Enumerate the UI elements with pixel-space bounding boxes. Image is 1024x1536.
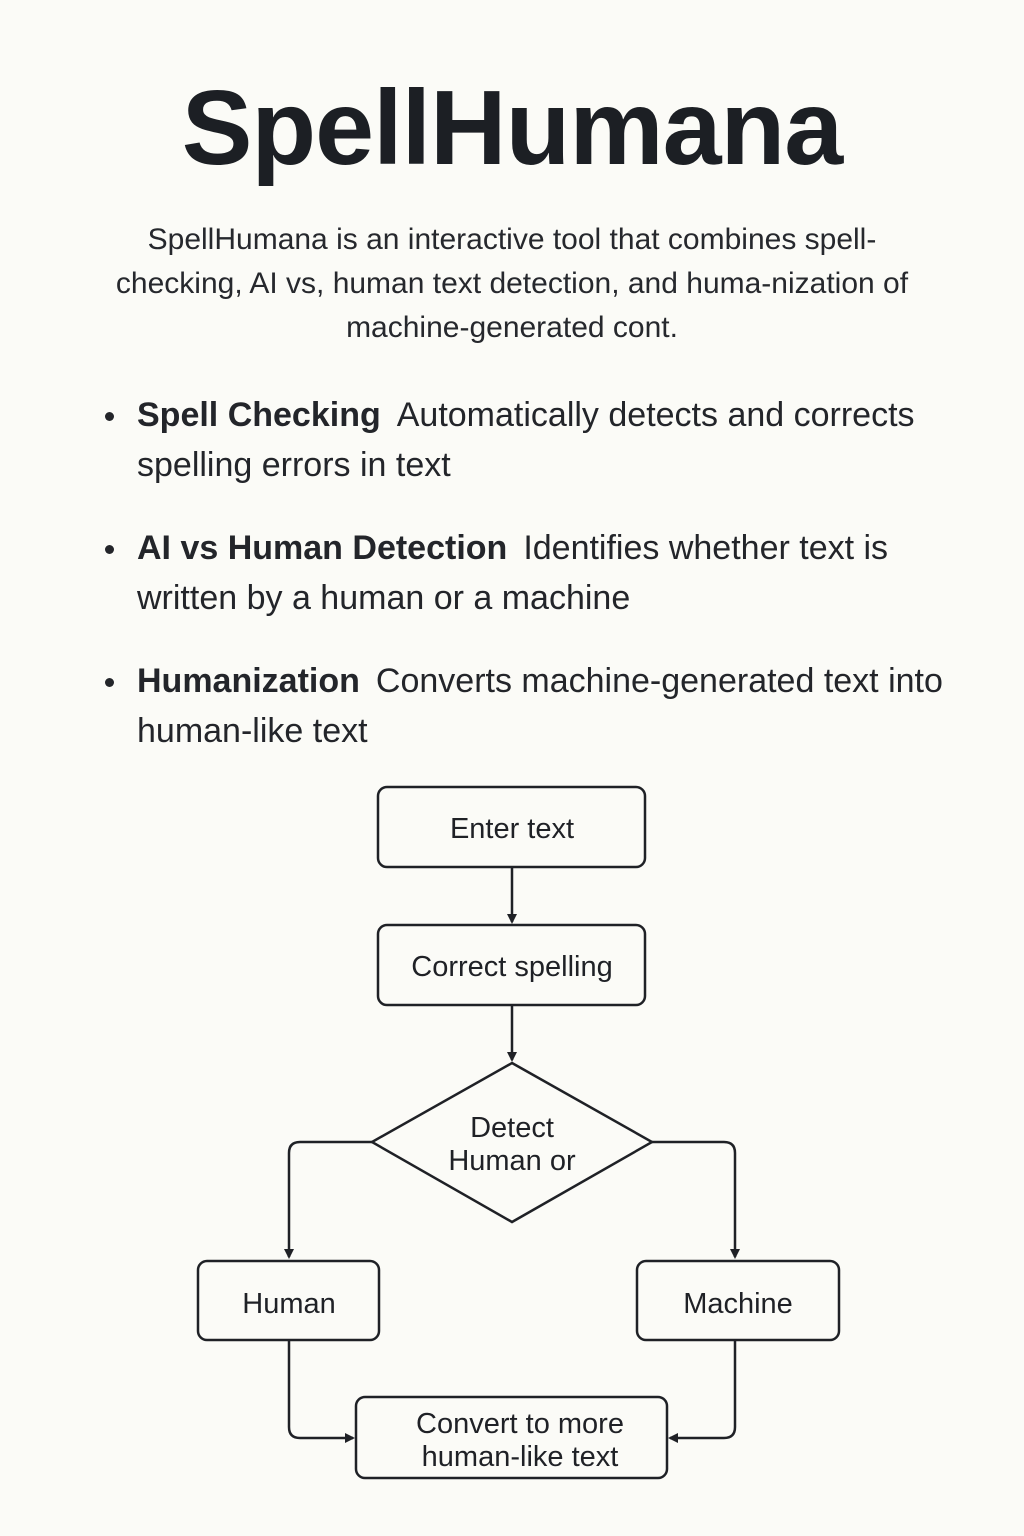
node-detect-decision: Detect Human or [369,1061,655,1224]
page-title: SpellHumana [181,69,844,187]
node-human: Human [196,1259,381,1342]
arrow-machine-to-convert [668,1341,737,1443]
node-detect-label-line2: Human or [448,1145,576,1177]
node-machine-label: Machine [683,1288,793,1320]
arrow-human-to-convert [287,1341,355,1443]
feature-name: Spell Checking [137,396,381,434]
node-enter-text-label: Enter text [450,813,574,845]
arrow-detect-to-machine [652,1140,740,1259]
node-convert: Convert to more human-like text [354,1395,669,1480]
node-detect-label-line1: Detect [470,1112,554,1144]
feature-text: Automatically detects and corrects spell… [137,396,915,484]
node-correct-spelling-label: Correct spelling [411,951,612,983]
feature-text: Identifies whether text is written by a … [137,529,889,617]
node-machine: Machine [635,1259,841,1342]
node-correct-spelling: Correct spelling [376,923,647,1007]
node-human-label: Human [242,1288,336,1320]
arrow-detect-to-human [284,1140,372,1259]
node-convert-label-line2: human-like text [422,1441,619,1473]
node-enter-text: Enter text [376,785,647,869]
feature-name: AI vs Human Detection [137,529,508,567]
feature-name: Humanization [137,662,360,700]
feature-text: Converts machine-generated text into hum… [137,662,943,750]
node-convert-label-line1: Convert to more [416,1408,624,1440]
description: SpellHumana is an interactive tool that … [115,223,909,344]
